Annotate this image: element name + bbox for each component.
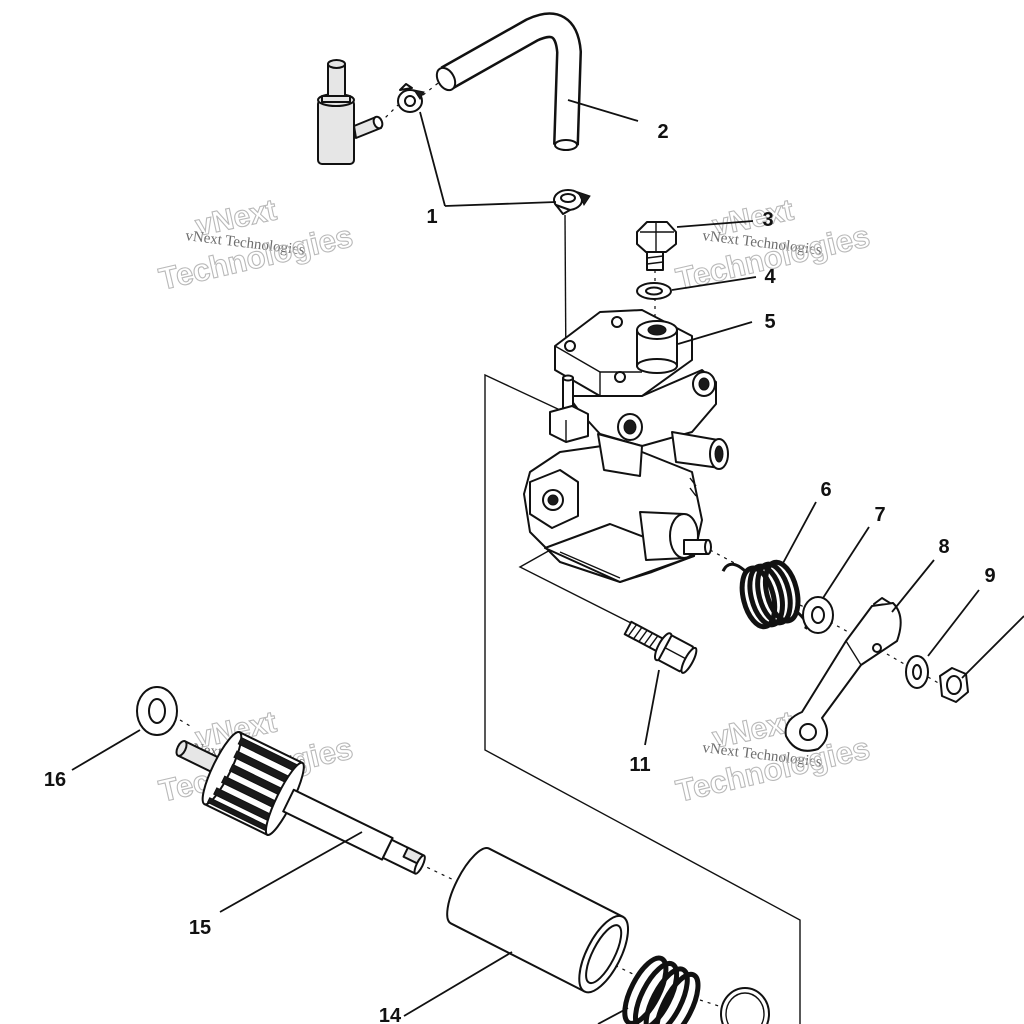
callout-1: 1	[426, 206, 437, 228]
watermark-bottom-right: vNext vNext Technologies Technologies	[672, 705, 873, 809]
callout-4: 4	[764, 266, 776, 288]
callout-14: 14	[379, 1005, 402, 1024]
lock-washer	[905, 655, 929, 689]
hose-clamp-lower	[553, 189, 591, 215]
bottom-spring	[622, 955, 701, 1024]
callout-2: 2	[657, 121, 668, 143]
oil-pump-body	[523, 309, 729, 583]
banjo-bolt	[636, 221, 677, 271]
o-ring	[720, 987, 770, 1024]
inlet-fitting	[317, 59, 384, 165]
pump-drive-gear-shaft	[175, 730, 426, 875]
return-spring	[721, 559, 808, 630]
hose-clamp-upper	[397, 83, 425, 113]
callout-7: 7	[874, 504, 885, 526]
watermark-top-left: vNext vNext Technologies Technologies	[155, 193, 356, 297]
lever-nut	[939, 667, 969, 703]
mounting-bolt	[623, 620, 698, 674]
drive-shaft-sleeve	[446, 847, 630, 994]
sealing-washer	[636, 282, 672, 300]
callout-8: 8	[938, 536, 949, 558]
thrust-washer	[136, 686, 178, 736]
oil-hose	[435, 12, 582, 151]
callout-9: 9	[984, 565, 995, 587]
leader-lines	[71, 99, 1024, 1024]
control-lever	[784, 597, 902, 752]
callout-5: 5	[764, 311, 775, 333]
callout-6: 6	[820, 479, 831, 501]
flat-washer	[802, 596, 834, 634]
callout-3: 3	[762, 209, 773, 231]
callout-16: 16	[44, 769, 66, 791]
callout-11: 11	[629, 754, 650, 776]
callout-15: 15	[189, 917, 211, 939]
assembly-outline	[484, 373, 801, 1024]
callout-numbers: 1 2 3 4 5 6 7 8 9 11 14 15 16	[44, 121, 996, 1024]
